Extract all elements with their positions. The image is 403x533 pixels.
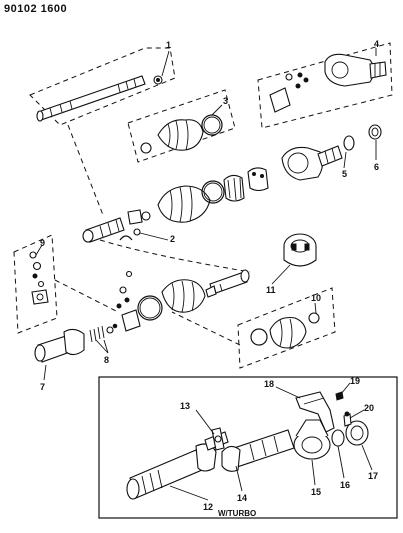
boot-kit-lower — [250, 312, 320, 349]
outer-joint-parts — [269, 53, 387, 113]
callout-5: 5 — [342, 169, 348, 179]
callout-2: 2 — [170, 234, 176, 244]
callout-9: 9 — [40, 238, 46, 248]
callout-7: 7 — [40, 382, 46, 392]
callout-14: 14 — [237, 493, 248, 503]
leader-2 — [99, 239, 251, 273]
callout-19: 19 — [350, 376, 361, 386]
diagram-code: 90102 1600 — [4, 3, 68, 15]
leader-1 — [67, 124, 104, 216]
callout-11: 11 — [266, 285, 276, 295]
turbo-inset — [98, 376, 398, 519]
callout-17: 17 — [368, 471, 379, 481]
callout-1: 1 — [166, 40, 172, 50]
tripod-small-parts — [29, 251, 49, 305]
callout-3: 3 — [223, 96, 229, 106]
callout-10: 10 — [311, 293, 322, 303]
callout-8: 8 — [104, 355, 110, 365]
callout-13: 13 — [180, 401, 191, 411]
callout-6: 6 — [374, 162, 380, 172]
callout-20: 20 — [364, 403, 375, 413]
callout-leaders — [35, 48, 377, 501]
group-box-4 — [257, 42, 393, 129]
boot-kit-upper — [140, 114, 223, 154]
callout-18: 18 — [264, 379, 275, 389]
callout-15: 15 — [311, 487, 322, 497]
group-box-1 — [29, 47, 176, 126]
inner-joint-assembly — [116, 269, 250, 332]
leader-10 — [171, 311, 241, 346]
leader-9 — [54, 279, 119, 313]
inner-shaft-section — [82, 217, 141, 243]
callout-12: 12 — [203, 502, 214, 512]
callout-4: 4 — [374, 39, 380, 49]
turbo-caption: W/TURBO — [218, 509, 257, 518]
outer-joint-assembly — [127, 124, 382, 225]
inner-housing-11 — [283, 233, 317, 267]
group-box-9 — [13, 234, 58, 334]
group-box-10 — [237, 287, 336, 369]
callout-16: 16 — [340, 480, 351, 490]
intermediate-shaft — [36, 75, 163, 122]
stub-shaft-assembly — [34, 323, 118, 363]
